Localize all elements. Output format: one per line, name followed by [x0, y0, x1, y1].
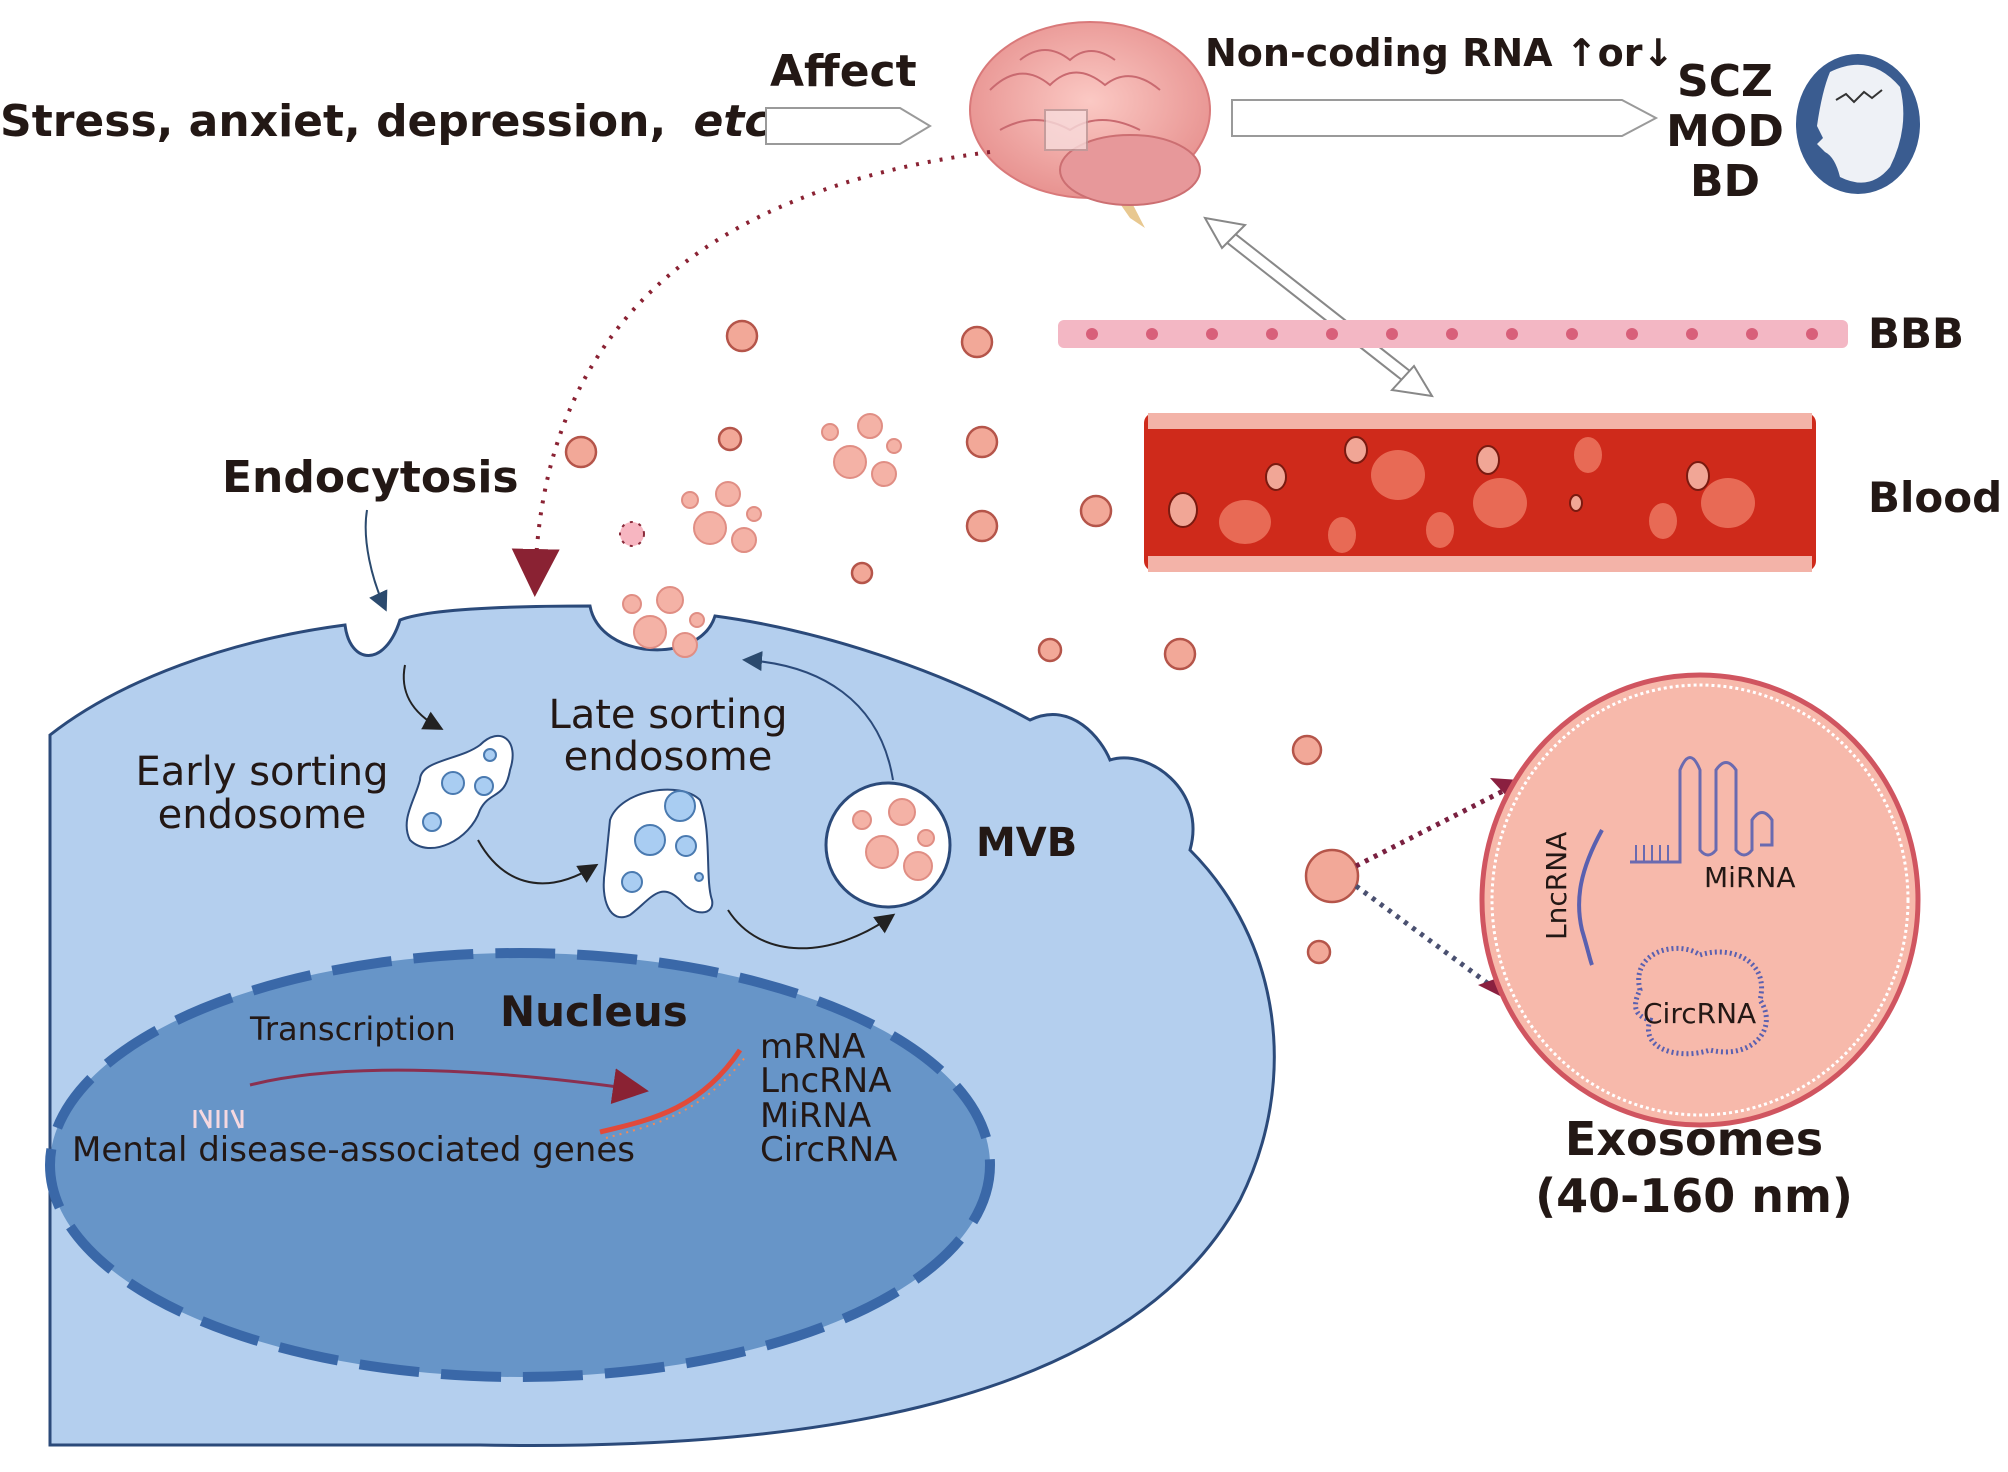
disorder-scz: SCZ — [1677, 56, 1773, 107]
mvb-label: MVB — [976, 820, 1077, 866]
bbb-cell-nucleus — [1806, 328, 1818, 340]
transcription-label: Transcription — [249, 1010, 456, 1048]
cause-label: Stress, anxiet, depression, etc. — [0, 96, 787, 147]
bbb-cell-nucleus — [1686, 328, 1698, 340]
arrow-mvb-to-membrane — [742, 651, 894, 781]
arrow-to-early — [402, 664, 444, 730]
rna-type-circrna: CircRNA — [760, 1130, 897, 1170]
early-sorting-endosome — [405, 734, 514, 850]
mirna-structure — [1630, 756, 1774, 864]
disorder-bd: BD — [1690, 156, 1760, 207]
exosome-detail: MiRNA LncRNA CircRNA — [1479, 672, 1921, 1128]
head-with-cracks-icon — [1796, 54, 1920, 194]
brain-icon — [969, 21, 1211, 228]
cause-text: Stress, anxiet, depression, — [0, 96, 666, 147]
bbb-cell-nucleus — [1566, 328, 1578, 340]
affect-label: Affect — [770, 46, 917, 97]
uptake-dotted-arrow — [511, 150, 991, 597]
endocytosis-label: Endocytosis — [222, 452, 519, 503]
circrna-loop — [1633, 945, 1769, 1057]
late-endosome-label-1: Late sorting — [548, 692, 787, 738]
arrow-early-to-late — [477, 839, 599, 885]
dna-icon — [193, 1109, 244, 1129]
rna-strand-icon — [599, 1048, 747, 1139]
exosome-mirna-label: MiRNA — [1704, 861, 1796, 894]
rna-type-mirna: MiRNA — [760, 1096, 871, 1136]
early-endosome-label-1: Early sorting — [135, 749, 388, 795]
free-exosomes — [564, 319, 1360, 965]
bbb-cell-nucleus — [1266, 328, 1278, 340]
bbb-cell-nucleus — [1146, 328, 1158, 340]
rna-type-lncrna: LncRNA — [760, 1061, 892, 1101]
rna-type-mrna: mRNA — [760, 1027, 865, 1067]
ncrna-arrow — [1231, 99, 1659, 137]
disorder-mod: MOD — [1666, 106, 1784, 157]
mvb — [824, 781, 952, 909]
bbb-cell-nucleus — [1086, 328, 1098, 340]
endocytosis-arrow — [364, 509, 388, 612]
bbb-cell-nucleus — [1746, 328, 1758, 340]
blood-label: Blood — [1868, 473, 2002, 522]
bbb-double-arrow — [1203, 216, 1434, 398]
late-sorting-endosome — [602, 788, 714, 919]
genes-label: Mental disease-associated genes — [72, 1130, 635, 1170]
nucleus — [45, 948, 995, 1382]
lncrna-strand — [1577, 829, 1604, 966]
early-endosome-label-2: endosome — [158, 792, 367, 838]
zoom-line-top — [1354, 787, 1507, 869]
exosome-lncrna-label: LncRNA — [1540, 832, 1573, 940]
transcription-arrow — [249, 1068, 649, 1105]
affect-arrow — [765, 107, 932, 145]
blood-vessel — [1144, 413, 1816, 572]
exosome-title: Exosomes — [1565, 1112, 1823, 1166]
exosome-circrna-label: CircRNA — [1643, 997, 1756, 1030]
bbb-layer — [1058, 320, 1848, 348]
exocytosis-vesicles — [622, 586, 705, 658]
late-endosome-label-2: endosome — [564, 734, 773, 780]
bbb-cell-nucleus — [1446, 328, 1458, 340]
arrow-late-to-mvb — [727, 909, 896, 950]
exosome-size: (40-160 nm) — [1535, 1169, 1853, 1223]
bbb-cell-nucleus — [1206, 328, 1218, 340]
bbb-cell-nucleus — [1326, 328, 1338, 340]
bbb-cell-nucleus — [1386, 328, 1398, 340]
bbb-cell-nucleus — [1626, 328, 1638, 340]
zoom-line-bottom — [1354, 883, 1492, 988]
bbb-cell-nucleus — [1506, 328, 1518, 340]
bbb-label: BBB — [1868, 309, 1964, 358]
ncrna-label: Non-coding RNA ↑or↓ — [1205, 31, 1674, 75]
nucleus-label: Nucleus — [500, 987, 688, 1036]
